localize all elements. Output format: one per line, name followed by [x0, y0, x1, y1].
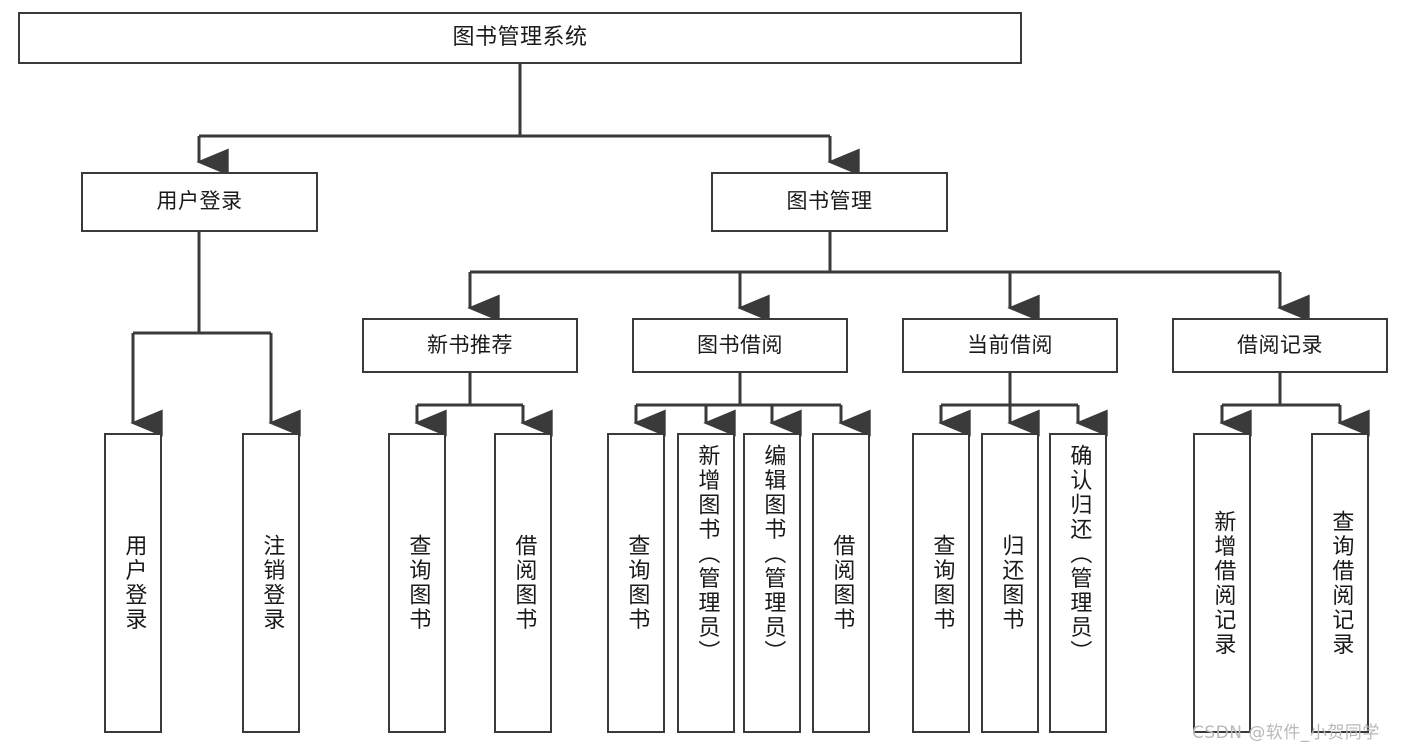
node-label: 新增图书（管理员）: [694, 444, 720, 665]
node-label: 借阅图书: [829, 534, 855, 632]
node-new-book-recommend[interactable]: 新书推荐: [362, 318, 578, 373]
node-borrow-record[interactable]: 借阅记录: [1172, 318, 1388, 373]
node-book-borrow[interactable]: 图书借阅: [632, 318, 848, 373]
node-label: 查询图书: [929, 534, 955, 632]
node-label: 查询图书: [624, 534, 650, 632]
node-leaf-query-book-borrow[interactable]: 查询图书: [607, 433, 665, 733]
node-current-borrow[interactable]: 当前借阅: [902, 318, 1118, 373]
node-user-login[interactable]: 用户登录: [81, 172, 318, 232]
node-label: 用户登录: [156, 189, 243, 214]
node-label: 图书管理: [786, 189, 873, 214]
node-leaf-edit-book-admin[interactable]: 编辑图书（管理员）: [743, 433, 801, 733]
node-label: 新增借阅记录: [1210, 509, 1236, 657]
node-label: 查询借阅记录: [1328, 509, 1354, 657]
node-leaf-logout-login[interactable]: 注销登录: [242, 433, 300, 733]
watermark-text: CSDN @软件_小贺同学: [1192, 723, 1380, 743]
node-label: 查询图书: [405, 534, 431, 632]
node-label: 注销登录: [259, 534, 285, 632]
node-leaf-return-book[interactable]: 归还图书: [981, 433, 1039, 733]
node-label: 确认归还（管理员）: [1066, 444, 1092, 665]
node-label: 借阅记录: [1237, 332, 1323, 357]
node-label: 当前借阅: [967, 332, 1053, 357]
node-leaf-add-book-admin[interactable]: 新增图书（管理员）: [677, 433, 735, 733]
node-leaf-query-borrow-record[interactable]: 查询借阅记录: [1311, 433, 1369, 733]
node-leaf-query-book-recommend[interactable]: 查询图书: [388, 433, 446, 733]
node-label: 新书推荐: [427, 332, 513, 357]
node-leaf-query-book-current[interactable]: 查询图书: [912, 433, 970, 733]
node-leaf-borrow-book-recommend[interactable]: 借阅图书: [494, 433, 552, 733]
node-label: 借阅图书: [511, 534, 537, 632]
node-label: 图书借阅: [697, 332, 783, 357]
node-book-management[interactable]: 图书管理: [711, 172, 948, 232]
node-leaf-confirm-return-admin[interactable]: 确认归还（管理员）: [1049, 433, 1107, 733]
node-book-management-system[interactable]: 图书管理系统: [18, 12, 1022, 64]
node-leaf-add-borrow-record[interactable]: 新增借阅记录: [1193, 433, 1251, 733]
node-label: 用户登录: [121, 534, 147, 632]
node-label: 编辑图书（管理员）: [760, 444, 786, 665]
node-leaf-user-login[interactable]: 用户登录: [104, 433, 162, 733]
node-label: 图书管理系统: [452, 24, 588, 50]
node-label: 归还图书: [998, 534, 1024, 632]
node-leaf-borrow-book[interactable]: 借阅图书: [812, 433, 870, 733]
